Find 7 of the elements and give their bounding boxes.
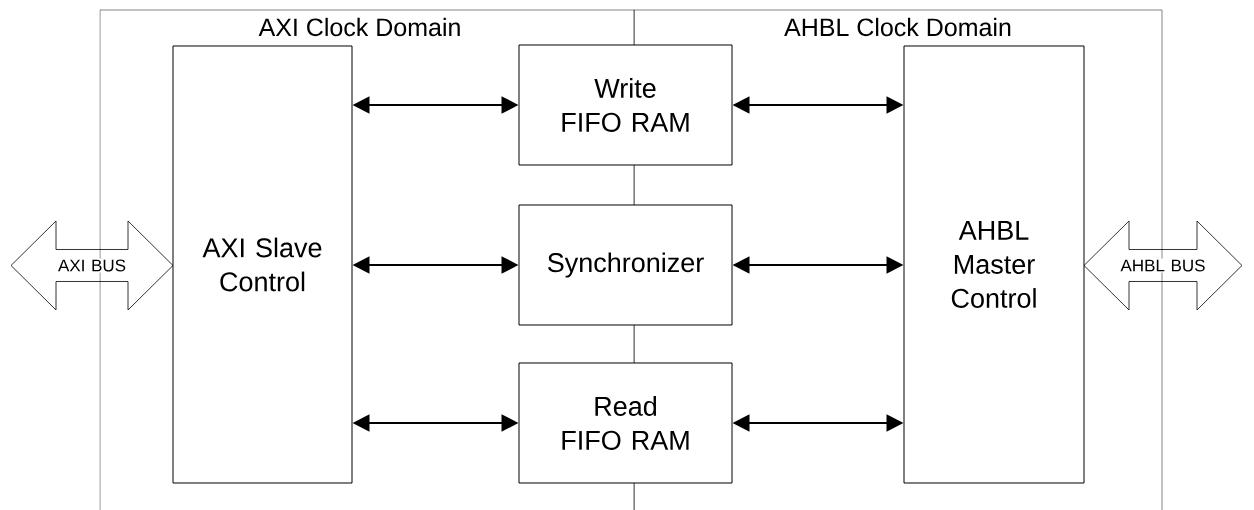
domain-title: AHBL Clock Domain (783, 16, 1013, 38)
block-box: Read FIFO RAM (518, 362, 733, 484)
block-box: Synchronizer (518, 204, 733, 326)
block-box: AHBL Master Control (903, 45, 1085, 484)
block-box: AXI Slave Control (172, 45, 353, 484)
block-box: Write FIFO RAM (518, 44, 733, 166)
domain-title: AXI Clock Domain (257, 16, 463, 38)
